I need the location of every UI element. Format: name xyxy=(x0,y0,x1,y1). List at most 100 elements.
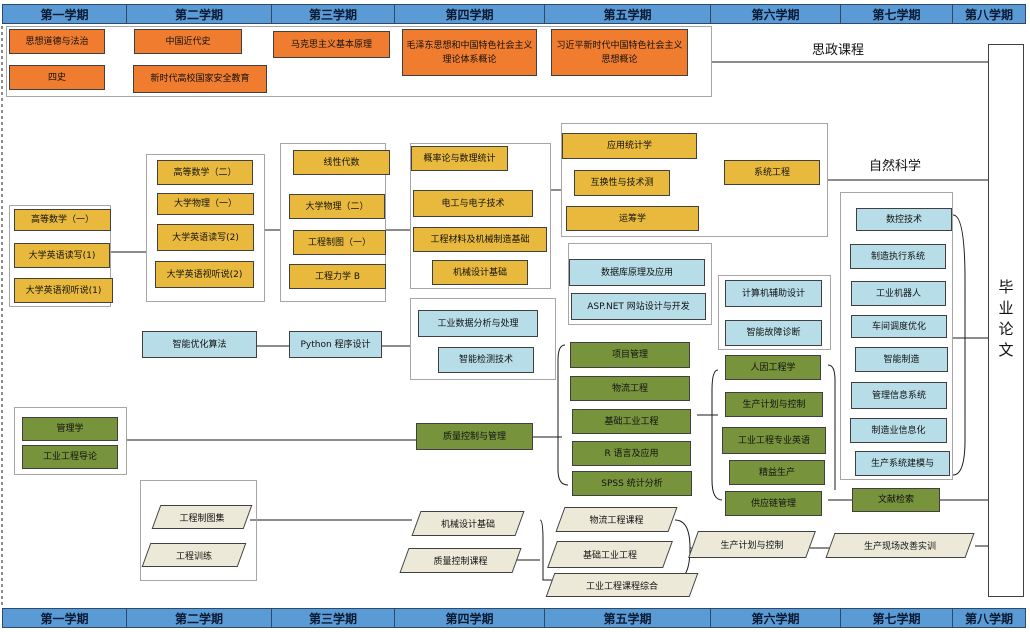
group-sem2-practice xyxy=(140,480,257,581)
practice-label: 生产计划与控制 xyxy=(720,541,784,551)
group-sem1-basic xyxy=(9,205,111,307)
course-box: 机械设计基础 xyxy=(432,260,528,285)
practice-box: 工业工程课程综合 xyxy=(545,573,699,597)
group-politics xyxy=(6,26,712,97)
course-box: 工业数据分析与处理 xyxy=(418,310,538,337)
course-box: 大学物理（一） xyxy=(157,193,254,215)
course-box: 线性代数 xyxy=(293,150,390,175)
course-box: 大学物理（二） xyxy=(289,194,385,219)
group-sem2-basic xyxy=(146,154,265,302)
practice-box: 工程制图集 xyxy=(151,505,253,529)
course-box: 电工与电子技术 xyxy=(413,190,533,217)
course-box: Python 程序设计 xyxy=(289,331,382,358)
semester-cell: 第八学期 xyxy=(953,608,1026,628)
practice-box: 生产计划与控制 xyxy=(688,531,816,558)
semester-cell: 第一学期 xyxy=(2,608,127,628)
course-box: ASP.NET 网站设计与开发 xyxy=(571,293,706,320)
course-box: 人因工程学 xyxy=(725,355,821,380)
semester-cell: 第一学期 xyxy=(2,4,127,24)
course-box: 系统工程 xyxy=(724,160,820,185)
group-sem7-info xyxy=(840,192,953,480)
course-box: R 语言及应用 xyxy=(572,441,691,466)
semester-cell: 第七学期 xyxy=(841,4,953,24)
practice-box: 工程训练 xyxy=(141,543,247,567)
practice-label: 物流工程课程 xyxy=(589,516,644,526)
group-sem4-basic xyxy=(410,143,551,289)
semester-cell: 第三学期 xyxy=(272,608,395,628)
course-box: 智能故障诊断 xyxy=(725,320,822,346)
practice-box: 机械设计基础 xyxy=(411,511,525,536)
semester-cell: 第六学期 xyxy=(711,4,841,24)
practice-label: 质量控制课程 xyxy=(433,557,488,567)
practice-label: 生产现场改善实训 xyxy=(863,542,936,552)
course-box: 文献检索 xyxy=(852,488,940,512)
course-box: 大学英语视听说(1) xyxy=(14,278,113,303)
practice-box: 基础工业工程 xyxy=(547,541,673,568)
course-box: 智能优化算法 xyxy=(142,331,257,358)
thesis-box: 毕业论文 xyxy=(988,44,1024,597)
semester-cell: 第二学期 xyxy=(127,608,272,628)
course-box: 智能制造 xyxy=(855,347,948,372)
course-box: 工业机器人 xyxy=(851,281,946,306)
semester-header-bottom: 第一学期 第二学期 第三学期 第四学期 第五学期 第六学期 第七学期 第八学期 xyxy=(2,608,1026,628)
course-box: 管理信息系统 xyxy=(851,382,947,409)
course-box: 精益生产 xyxy=(729,460,825,485)
practice-label: 基础工业工程 xyxy=(582,551,637,561)
course-box: 高等数学（一） xyxy=(14,209,111,231)
course-box: 大学英语视听说(2) xyxy=(155,261,254,288)
course-box: 工业工程导论 xyxy=(22,445,118,469)
semester-cell: 第五学期 xyxy=(545,608,711,628)
practice-box: 物流工程课程 xyxy=(555,507,678,532)
course-box: 工业工程专业英语 xyxy=(722,427,826,454)
practice-label: 机械设计基础 xyxy=(440,520,495,530)
course-box: 制造执行系统 xyxy=(850,244,946,269)
practice-label: 工程训练 xyxy=(175,551,212,562)
group-sem3-basic xyxy=(280,143,386,302)
group-sem6-info xyxy=(718,275,831,350)
course-box: 生产计划与控制 xyxy=(725,392,823,417)
semester-header-top: 第一学期 第二学期 第三学期 第四学期 第五学期 第六学期 第七学期 第八学期 xyxy=(2,4,1026,24)
course-box: 毛泽东思想和中国特色社会主义理论体系概论 xyxy=(402,29,537,76)
course-box: 习近平新时代中国特色社会主义思想概论 xyxy=(551,29,688,76)
course-box: 车间调度优化 xyxy=(851,315,947,338)
course-box: 马克思主义基本原理 xyxy=(273,31,390,58)
practice-label: 工程制图集 xyxy=(179,513,225,524)
practice-label: 工业工程课程综合 xyxy=(585,581,658,592)
semester-cell: 第二学期 xyxy=(127,4,272,24)
course-box: 工程制图（一） xyxy=(293,230,386,255)
semester-cell: 第四学期 xyxy=(395,4,545,24)
course-box: 高等数学（二） xyxy=(157,160,253,185)
course-box: 大学英语读写(1) xyxy=(14,243,110,268)
course-box: 应用统计学 xyxy=(562,133,697,159)
course-box: 管理学 xyxy=(22,417,118,441)
course-box: 供应链管理 xyxy=(725,491,822,516)
semester-cell: 第五学期 xyxy=(545,4,711,24)
thesis-label: 毕业论文 xyxy=(996,278,1015,363)
group-sem1-mgmt xyxy=(14,407,127,475)
semester-cell: 第三学期 xyxy=(272,4,395,24)
course-box: 概率论与数理统计 xyxy=(411,146,508,171)
course-box: 制造业信息化 xyxy=(850,418,947,443)
course-box: 数据库原理及应用 xyxy=(569,259,705,286)
course-box: 生产系统建模与 xyxy=(855,451,950,476)
course-box: 计算机辅助设计 xyxy=(725,280,822,307)
course-box: 项目管理 xyxy=(570,342,690,368)
group-sem5-basic xyxy=(561,123,828,237)
course-box: 运筹学 xyxy=(566,206,699,231)
semester-cell: 第七学期 xyxy=(841,608,953,628)
science-label: 自然科学 xyxy=(869,159,922,174)
course-box: 新时代高校国家安全教育 xyxy=(133,65,267,93)
course-box: 工程力学 B xyxy=(289,264,386,289)
course-box: 智能检测技术 xyxy=(438,347,534,373)
course-box: 思想道德与法治 xyxy=(9,29,105,54)
semester-cell: 第六学期 xyxy=(711,608,841,628)
course-box: 基础工业工程 xyxy=(572,409,691,434)
group-sem4-data xyxy=(410,298,556,380)
course-box: 物流工程 xyxy=(570,376,690,401)
group-sem5-info xyxy=(568,243,712,325)
practice-box: 生产现场改善实训 xyxy=(825,533,975,558)
semester-cell: 第八学期 xyxy=(953,4,1026,24)
course-box: 数控技术 xyxy=(856,208,952,231)
course-box: 工程材料及机械制造基础 xyxy=(413,227,547,252)
course-box: 互换性与技术测 xyxy=(574,170,670,196)
